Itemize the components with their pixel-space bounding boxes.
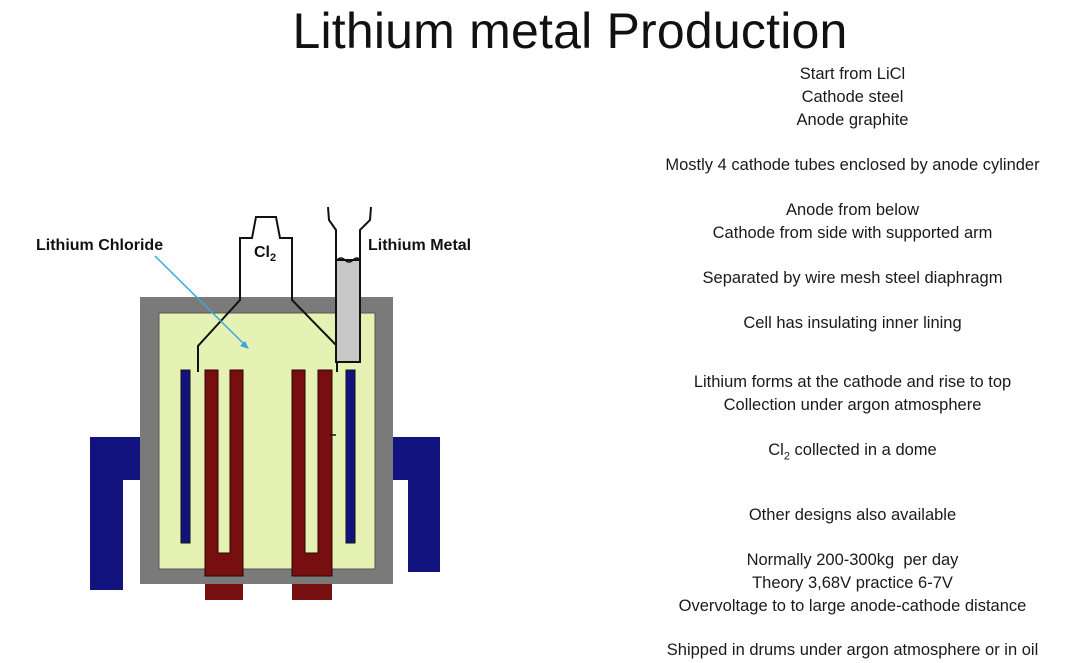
- electrolytic-cell-diagram: [90, 206, 440, 600]
- note-cl2-prefix: Cl: [768, 441, 784, 459]
- lithium-level-wave: [336, 257, 361, 263]
- note-cathode-side: Cathode from side with supported arm: [712, 224, 993, 242]
- notes-panel: Start from LiCl Cathode steel Anode grap…: [600, 0, 1080, 663]
- label-cl2: Cl2: [254, 244, 276, 264]
- note-start: Start from LiCl: [799, 65, 906, 83]
- chlorine-dome: [197, 216, 338, 372]
- anode-left: [204, 369, 244, 577]
- label-cl2-sub: 2: [270, 252, 277, 265]
- note-normally: Normally 200-300kg per day: [746, 551, 959, 569]
- cathode-left: [180, 369, 191, 544]
- lithium-collector: [335, 259, 361, 363]
- note-tubes: Mostly 4 cathode tubes enclosed by anode…: [665, 156, 1040, 174]
- note-collection: Collection under argon atmosphere: [723, 396, 982, 414]
- note-cl2-rest: collected in a dome: [789, 441, 937, 459]
- label-lithium-metal: Lithium Metal: [368, 237, 472, 254]
- page-title: Lithium metal Production: [292, 3, 848, 59]
- note-cathode: Cathode steel: [801, 88, 904, 106]
- note-lining: Cell has insulating inner lining: [743, 314, 962, 332]
- anode-right: [291, 369, 333, 577]
- pointer-arrowhead: [240, 341, 249, 349]
- label-cl2-main: Cl: [254, 244, 270, 261]
- note-cl2: Cl2 collected in a dome: [600, 439, 1080, 468]
- note-theory: Theory 3,68V practice 6-7V: [752, 574, 953, 592]
- note-anode-below: Anode from below: [786, 201, 919, 219]
- note-forms: Lithium forms at the cathode and rise to…: [693, 373, 1012, 391]
- note-overvoltage: Overvoltage to to large anode-cathode di…: [678, 597, 1027, 615]
- lithium-funnel: [327, 206, 372, 260]
- note-cl2-sub: 2: [783, 450, 790, 463]
- cathode-right: [345, 369, 356, 544]
- note-other: Other designs also available: [748, 506, 957, 524]
- pointer-arrow: [154, 255, 247, 347]
- note-anode: Anode graphite: [796, 111, 909, 129]
- inner-rim: [158, 312, 376, 570]
- note-separated: Separated by wire mesh steel diaphragm: [702, 269, 1003, 287]
- label-lithium-chloride: Lithium Chloride: [36, 237, 164, 254]
- note-shipped: Shipped in drums under argon atmosphere …: [666, 641, 1039, 659]
